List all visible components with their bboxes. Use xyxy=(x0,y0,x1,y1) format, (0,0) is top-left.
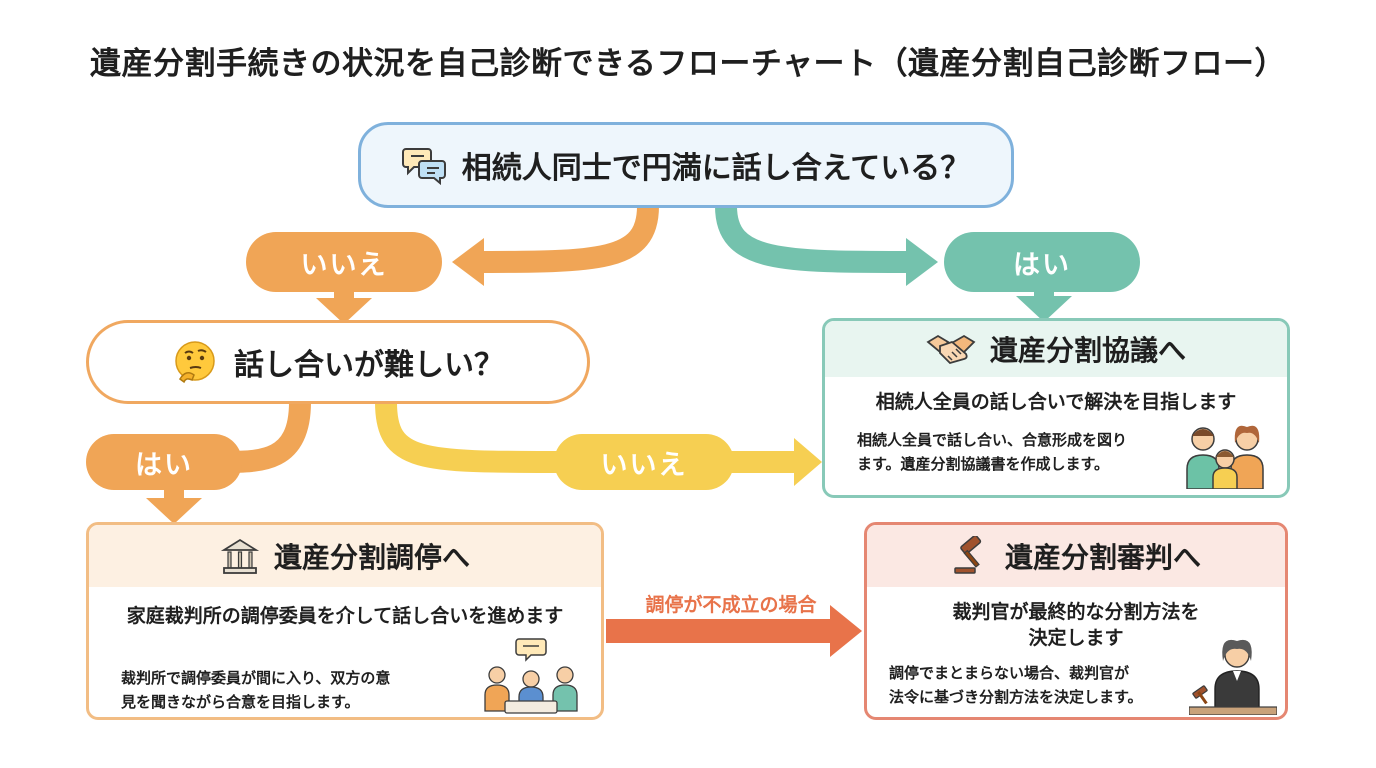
arrowhead-no-to-kyogi xyxy=(794,438,822,486)
card-chotei-body-line2: 見を聞きながら合意を目指します。 xyxy=(121,693,360,711)
arrowhead-no-to-difficult xyxy=(316,298,372,324)
question-difficult: 話し合いが難しい？ xyxy=(86,320,590,404)
arrowhead-start-to-no xyxy=(452,238,484,286)
gavel-icon xyxy=(951,536,991,576)
card-shinpan-body: 調停でまとまらない場合、裁判官が 法令に基づき分割方法を決定します。 xyxy=(889,661,1189,709)
card-shinpan-body-line2: 法令に基づき分割方法を決定します。 xyxy=(889,688,1143,706)
family-illustration xyxy=(1181,419,1271,493)
label-yes-first: はい xyxy=(944,232,1140,292)
card-kyogi-subtitle: 相続人全員の話し合いで解決を目指します xyxy=(875,391,1237,413)
arrowhead-yes-to-chotei xyxy=(146,498,202,524)
card-kyogi: 遺産分割協議へ 相続人全員の話し合いで解決を目指します 相続人全員で話し合い、合… xyxy=(822,318,1290,498)
connector-chotei-to-shinpan xyxy=(606,619,832,643)
card-shinpan: 遺産分割審判へ 裁判官が最終的な分割方法を 決定します 調停でまとまらない場合、… xyxy=(864,522,1288,720)
question-start: 相続人同士で円満に話し合えている？ xyxy=(358,122,1014,208)
card-shinpan-subtitle-line2: 決定します xyxy=(1028,627,1124,649)
arrowhead-chotei-to-shinpan xyxy=(830,605,862,657)
label-no-second: いいえ xyxy=(554,434,734,490)
card-kyogi-header: 遺産分割協議へ xyxy=(825,321,1287,377)
card-shinpan-title: 遺産分割審判へ xyxy=(1004,541,1201,574)
label-chotei-failed: 調停が不成立の場合 xyxy=(645,594,817,616)
label-no-first: いいえ xyxy=(246,232,442,292)
card-chotei-body-line1: 裁判所で調停委員が間に入り、双方の意 xyxy=(121,669,391,687)
connector-difficult-to-no xyxy=(375,401,561,473)
label-yes-second: はい xyxy=(86,434,242,490)
connector-start-to-yes xyxy=(715,205,913,273)
card-shinpan-header: 遺産分割審判へ xyxy=(867,525,1285,587)
thinking-face-icon xyxy=(172,339,218,385)
card-chotei-header: 遺産分割調停へ xyxy=(89,525,601,587)
card-chotei: 遺産分割調停へ 家庭裁判所の調停委員を介して話し合いを進めます 裁判所で調停委員… xyxy=(86,522,604,720)
card-chotei-body: 裁判所で調停委員が間に入り、双方の意 見を聞きながら合意を目指します。 xyxy=(121,666,461,714)
connector-yes-to-kyogi xyxy=(1034,288,1054,298)
card-kyogi-body-line1: 相続人全員で話し合い、合意形成を図り xyxy=(857,431,1128,449)
connector-start-to-no xyxy=(469,205,659,273)
question-difficult-text: 話し合いが難しい？ xyxy=(234,348,504,383)
question-start-text: 相続人同士で円満に話し合えている？ xyxy=(461,151,971,186)
card-kyogi-body: 相続人全員で話し合い、合意形成を図り ます。遺産分割協議書を作成します。 xyxy=(857,428,1157,476)
card-shinpan-subtitle: 裁判官が最終的な分割方法を 決定します xyxy=(867,599,1285,651)
card-shinpan-subtitle-line1: 裁判官が最終的な分割方法を xyxy=(952,601,1200,623)
card-kyogi-title: 遺産分割協議へ xyxy=(989,334,1186,367)
judge-illustration xyxy=(1188,633,1278,717)
handshake-icon xyxy=(926,332,976,366)
speech-bubbles-icon xyxy=(401,145,448,185)
page-title: 遺産分割手続きの状況を自己診断できるフローチャート（遺産分割自己診断フロー） xyxy=(89,46,1287,82)
card-shinpan-body-line1: 調停でまとまらない場合、裁判官が xyxy=(889,664,1130,682)
card-kyogi-body-line2: ます。遺産分割協議書を作成します。 xyxy=(857,455,1110,473)
arrowhead-start-to-yes xyxy=(906,238,938,286)
meeting-illustration xyxy=(481,635,581,717)
scales-icon xyxy=(220,536,260,576)
card-chotei-title: 遺産分割調停へ xyxy=(273,541,470,574)
arrowhead-yes-to-kyogi xyxy=(1016,296,1072,322)
connector-no-to-kyogi xyxy=(726,451,802,473)
card-chotei-subtitle: 家庭裁判所の調停委員を介して話し合いを進めます xyxy=(126,605,564,627)
